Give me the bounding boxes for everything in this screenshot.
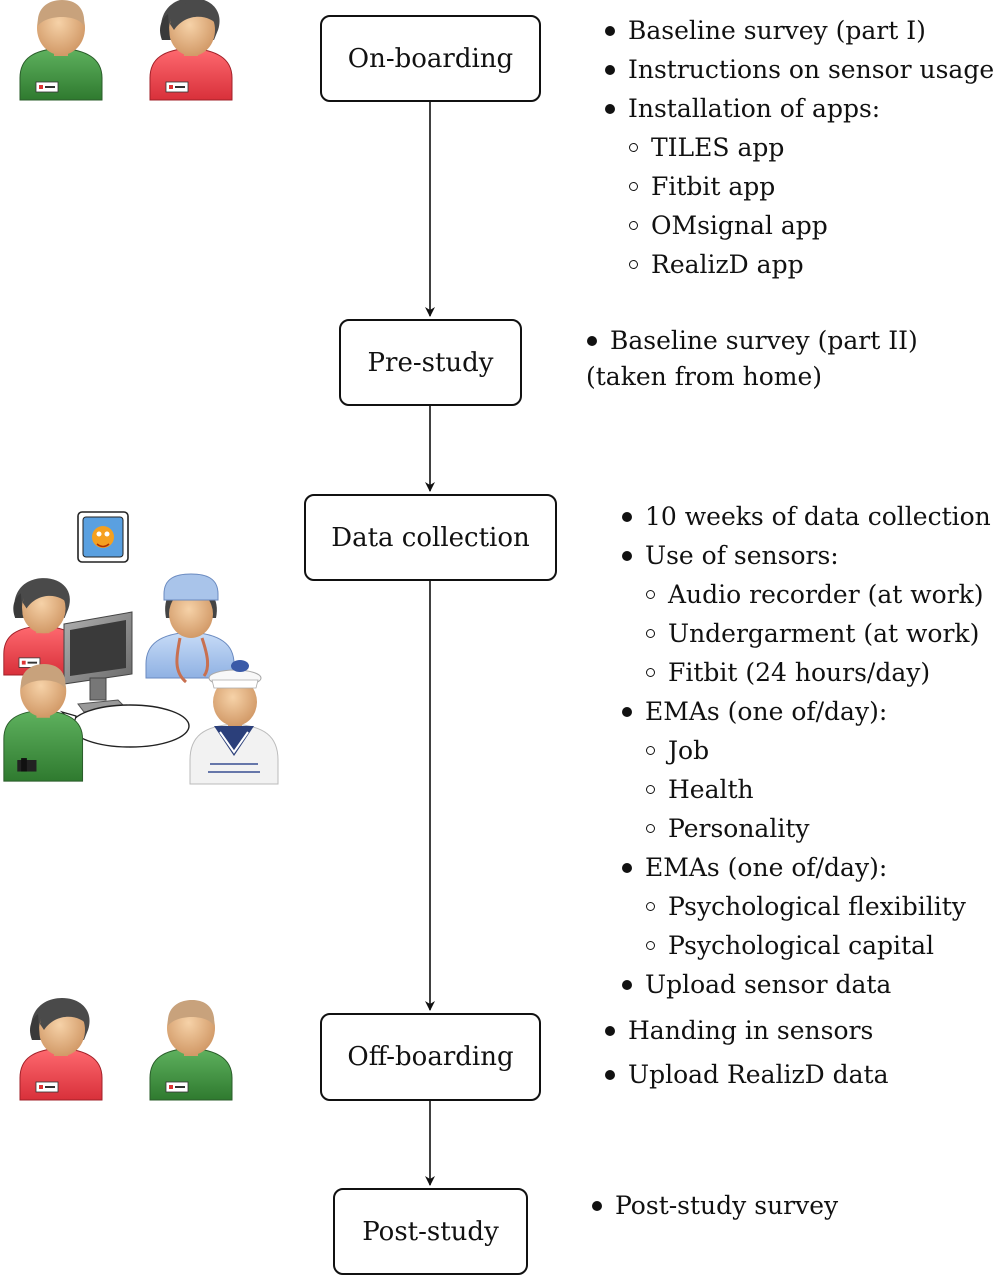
list-item: Use of sensors: — [621, 536, 991, 575]
list-item: Psychological flexibility — [621, 887, 991, 926]
bullet-dot-icon — [605, 1026, 615, 1036]
bullet-dot-icon — [622, 863, 632, 873]
list-item: Installation of apps: — [604, 89, 994, 128]
bullet-circle-icon — [646, 629, 655, 638]
bullet-circle-icon — [646, 941, 655, 950]
list-item: 10 weeks of data collection — [621, 497, 991, 536]
bullet-circle-icon — [646, 746, 655, 755]
list-item: Instructions on sensor usage — [604, 50, 994, 89]
bullet-circle-icon — [646, 785, 655, 794]
list-item: Fitbit (24 hours/day) — [621, 653, 991, 692]
list-item: Post-study survey — [591, 1186, 838, 1225]
list-item: Personality — [621, 809, 991, 848]
notes-onboarding: Baseline survey (part I) Instructions on… — [604, 11, 994, 284]
list-item: Job — [621, 731, 991, 770]
stage-offboarding: Off-boarding — [320, 1013, 541, 1101]
bullet-circle-icon — [629, 182, 638, 191]
list-item: EMAs (one of/day): — [621, 848, 991, 887]
male-user-icon — [19, 0, 103, 101]
list-item: Fitbit app — [604, 167, 994, 206]
bullet-circle-icon — [646, 668, 655, 677]
bullet-dot-icon — [587, 336, 597, 346]
nurse-icon — [145, 573, 235, 684]
notes-poststudy: Post-study survey — [591, 1186, 838, 1225]
female-user-icon — [149, 0, 233, 101]
bullet-circle-icon — [646, 902, 655, 911]
bullet-circle-icon — [646, 824, 655, 833]
list-item: Handing in sensors — [604, 1011, 889, 1055]
list-item: Baseline survey (part I) — [604, 11, 994, 50]
male-user-icon — [149, 999, 233, 1101]
stage-onboarding: On-boarding — [320, 15, 541, 102]
stage-poststudy: Post-study — [333, 1188, 528, 1275]
bullet-circle-icon — [646, 590, 655, 599]
list-item: Undergarment (at work) — [621, 614, 991, 653]
computer-monitor-icon — [63, 611, 133, 713]
list-item: TILES app — [604, 128, 994, 167]
app-badge-icon — [77, 511, 129, 563]
stage-label: Post-study — [362, 1216, 499, 1247]
stage-prestudy: Pre-study — [339, 319, 522, 406]
bullet-dot-icon — [622, 707, 632, 717]
sailor-icon — [189, 660, 279, 785]
stage-label: Pre-study — [367, 347, 494, 378]
bullet-circle-icon — [629, 260, 638, 269]
male-user-icon — [3, 664, 84, 782]
bullet-dot-icon — [622, 551, 632, 561]
list-item: OMsignal app — [604, 206, 994, 245]
stage-datacollection: Data collection — [304, 494, 557, 581]
bullet-dot-icon — [605, 65, 615, 75]
list-item: Health — [621, 770, 991, 809]
female-user-icon — [19, 997, 103, 1101]
bullet-dot-icon — [605, 26, 615, 36]
list-item: (taken from home) — [586, 362, 823, 391]
bullet-circle-icon — [629, 221, 638, 230]
stage-label: Off-boarding — [347, 1042, 514, 1072]
bullet-dot-icon — [622, 512, 632, 522]
list-item: Upload RealizD data — [604, 1055, 889, 1094]
bullet-dot-icon — [605, 1070, 615, 1080]
bullet-dot-icon — [592, 1201, 602, 1211]
bullet-circle-icon — [629, 143, 638, 152]
list-item: Audio recorder (at work) — [621, 575, 991, 614]
list-item: Psychological capital — [621, 926, 991, 965]
bullet-dot-icon — [622, 980, 632, 990]
list-item: Baseline survey (part II) — [586, 323, 918, 359]
stage-label: On-boarding — [347, 43, 514, 74]
list-item: EMAs (one of/day): — [621, 692, 991, 731]
stage-label: Data collection — [331, 522, 530, 553]
notes-offboarding: Handing in sensors Upload RealizD data — [604, 1011, 889, 1094]
list-item: Upload sensor data — [621, 965, 991, 1004]
notes-prestudy: Baseline survey (part II) (taken from ho… — [586, 323, 918, 395]
notes-datacollection: 10 weeks of data collection Use of senso… — [621, 497, 991, 1004]
bullet-dot-icon — [605, 104, 615, 114]
list-item: RealizD app — [604, 245, 994, 284]
